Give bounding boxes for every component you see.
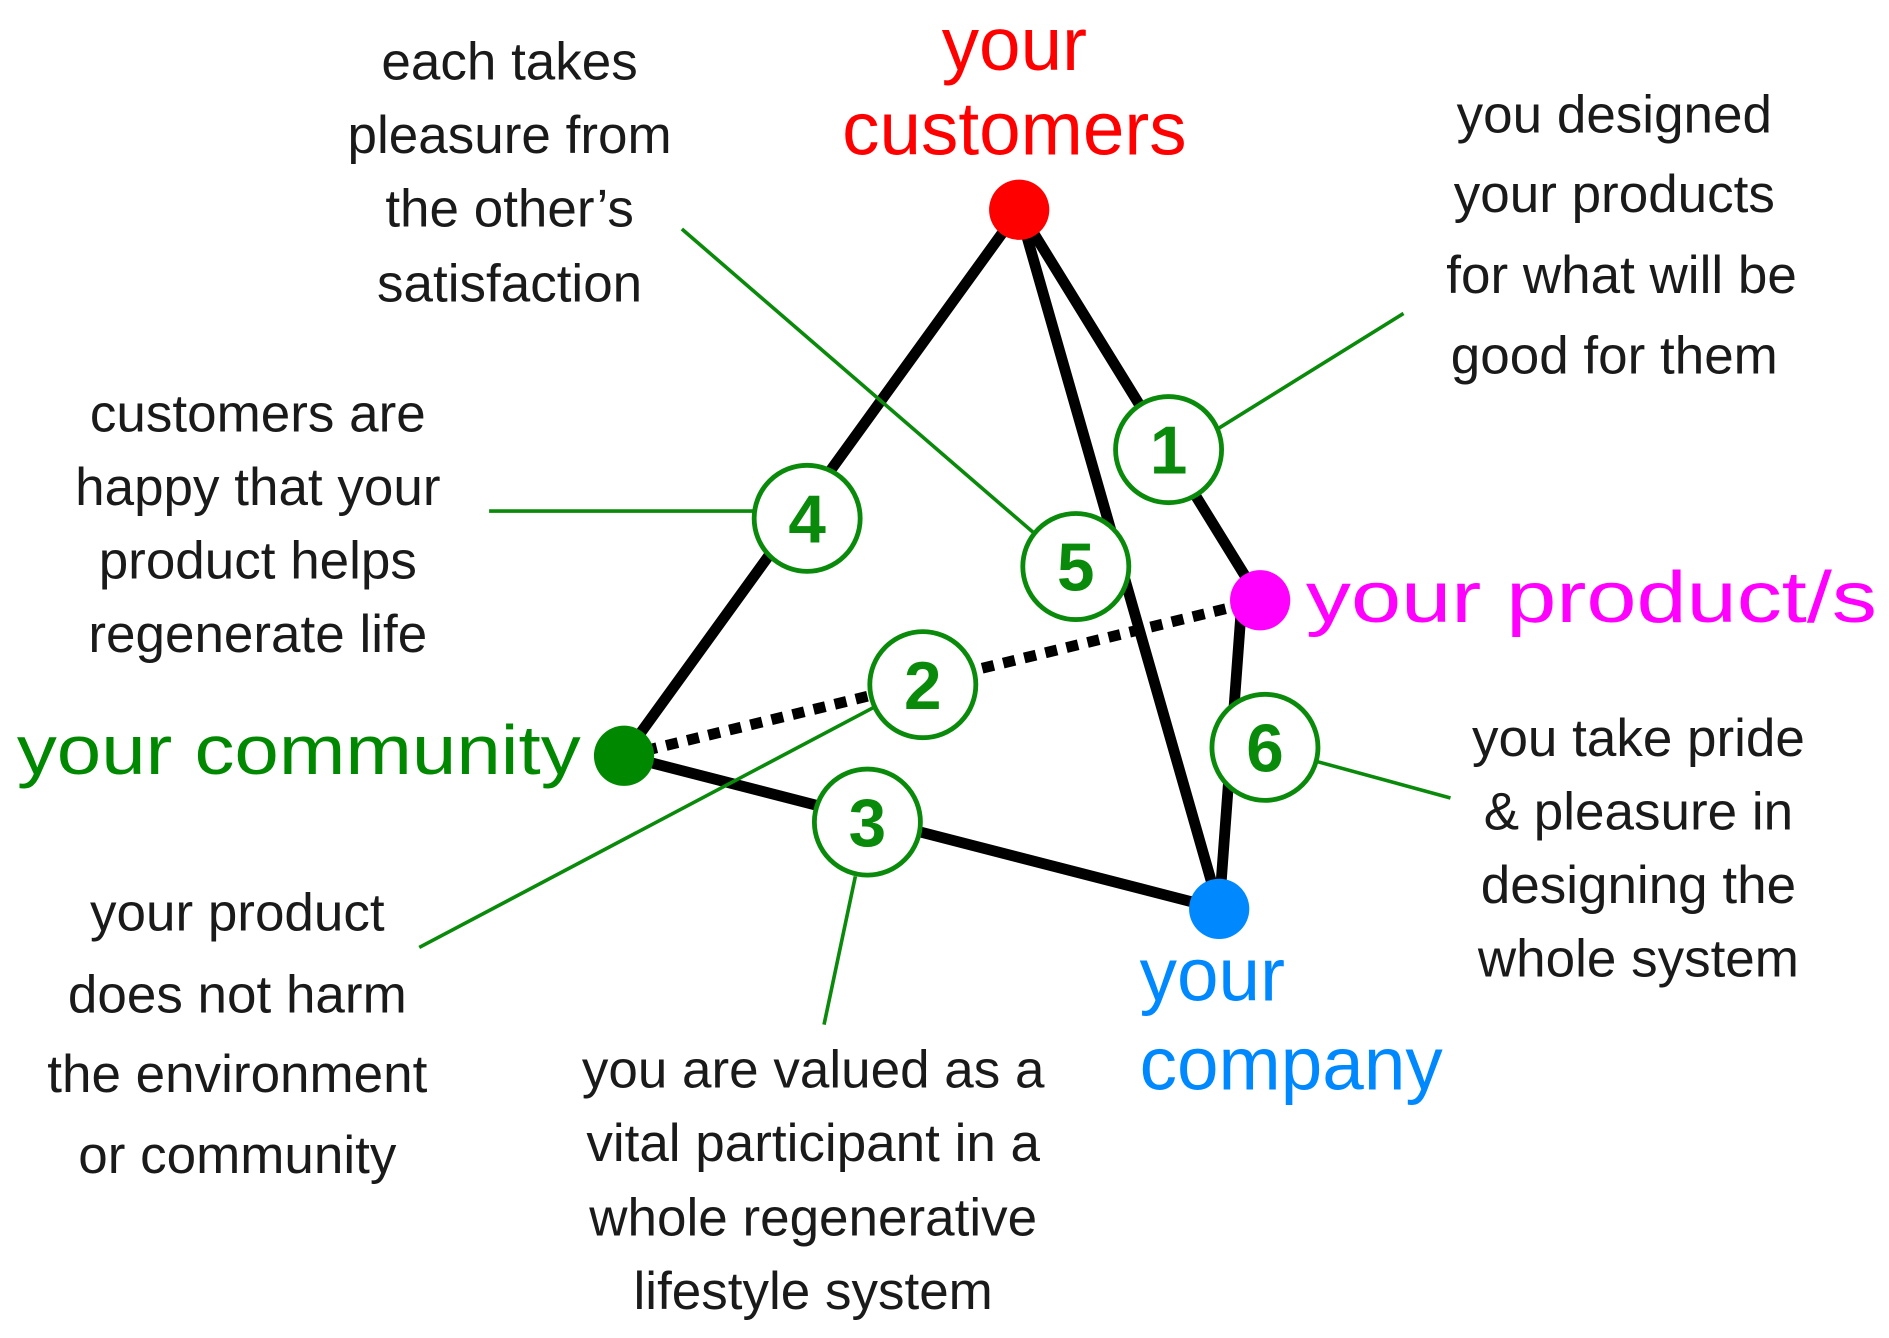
leader-1 — [1218, 311, 1405, 430]
note-1: you designed your products for what will… — [1446, 86, 1797, 386]
note-line: whole regenerative — [588, 1189, 1037, 1248]
note-line: lifestyle system — [634, 1262, 993, 1321]
marker-4: 4 — [751, 462, 863, 574]
leader-5 — [680, 227, 1035, 535]
note-line: or community — [78, 1126, 397, 1185]
note-line: your products — [1454, 165, 1775, 224]
marker-2: 2 — [867, 629, 979, 741]
note-line: each takes — [381, 33, 637, 92]
product-label: your product/s — [1306, 558, 1877, 638]
note-line: regenerate life — [88, 605, 427, 664]
note-5: each takes pleasure from the other’s sat… — [348, 33, 672, 314]
note-line: you are valued as a — [582, 1040, 1045, 1099]
company-node — [1189, 878, 1250, 940]
note-line: & pleasure in — [1484, 782, 1793, 841]
leader-lines — [418, 227, 1451, 1025]
note-line: whole system — [1477, 929, 1799, 988]
company-label-line1: your — [1140, 932, 1285, 1016]
note-6: you take pride & pleasure in designing t… — [1472, 709, 1805, 989]
note-line: you designed — [1457, 86, 1772, 145]
note-line: satisfaction — [377, 254, 642, 313]
marker-6: 6 — [1209, 691, 1321, 803]
customers-label-line1: your — [942, 2, 1087, 86]
marker-label: 1 — [1150, 414, 1188, 489]
marker-label: 6 — [1246, 711, 1284, 786]
marker-label: 2 — [904, 649, 942, 724]
marker-label: 4 — [788, 482, 826, 557]
edges — [618, 204, 1266, 915]
note-line: the environment — [47, 1045, 427, 1104]
note-line: customers are — [90, 385, 426, 444]
note-line: happy that your — [75, 458, 440, 517]
marker-1: 1 — [1113, 394, 1224, 506]
leader-3 — [822, 875, 858, 1025]
note-line: pleasure from — [348, 106, 672, 165]
note-line: does not harm — [68, 966, 407, 1025]
note-line: good for them — [1451, 327, 1778, 386]
note-line: the other’s — [385, 180, 634, 239]
marker-3: 3 — [811, 766, 923, 878]
product-node — [1230, 570, 1291, 631]
note-line: you take pride — [1472, 709, 1805, 768]
customers-node — [989, 179, 1050, 240]
community-node — [593, 725, 655, 786]
company-label-line2: company — [1140, 1022, 1444, 1106]
customers-label-line2: customers — [842, 86, 1186, 170]
note-2: your product does not harm the environme… — [47, 884, 427, 1185]
marker-label: 5 — [1057, 531, 1095, 606]
community-label: your community — [17, 711, 581, 789]
note-line: for what will be — [1446, 246, 1797, 305]
note-4: customers are happy that your product he… — [75, 385, 440, 665]
note-line: vital participant in a — [586, 1114, 1040, 1173]
leader-2 — [418, 705, 875, 950]
note-line: designing the — [1481, 856, 1796, 915]
marker-5: 5 — [1020, 511, 1132, 622]
note-3: you are valued as a vital participant in… — [582, 1040, 1045, 1321]
note-line: your product — [90, 884, 385, 943]
marker-label: 3 — [849, 786, 887, 861]
note-line: product helps — [99, 532, 417, 591]
leader-6 — [1317, 760, 1451, 800]
